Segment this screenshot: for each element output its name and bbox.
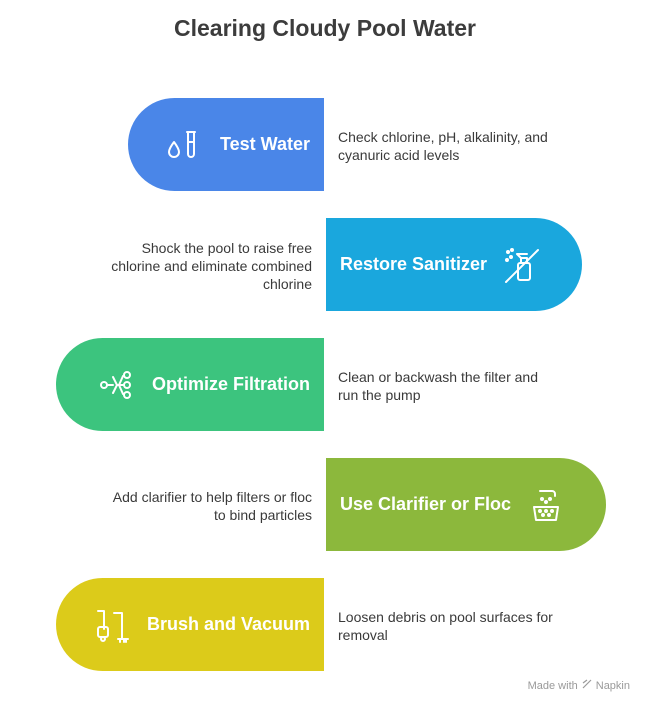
water-test-icon bbox=[164, 124, 206, 166]
step-label: Brush and Vacuum bbox=[146, 614, 310, 634]
step-description: Shock the pool to raise free chlorine an… bbox=[111, 240, 312, 292]
step-description: Clean or backwash the filter and run the… bbox=[338, 369, 538, 403]
step-description: Loosen debris on pool surfaces for remov… bbox=[338, 609, 553, 643]
napkin-logo-icon bbox=[582, 679, 592, 692]
step-description: Check chlorine, pH, alkalinity, and cyan… bbox=[338, 129, 548, 163]
filtration-icon bbox=[96, 364, 138, 406]
step-test-water: Test Water bbox=[128, 98, 324, 191]
footer-brand[interactable]: Napkin bbox=[595, 679, 630, 692]
step-restore-sanitizer: Restore Sanitizer bbox=[326, 218, 582, 311]
step-use-clarifier: Use Clarifier or Floc bbox=[326, 458, 606, 551]
step-label: Optimize Filtration bbox=[151, 374, 310, 394]
footer-made-with: Made with bbox=[527, 679, 578, 692]
step-label: Restore Sanitizer bbox=[340, 254, 488, 274]
sprayer-icon bbox=[501, 244, 543, 286]
vacuum-icon bbox=[91, 604, 133, 646]
step-label: Use Clarifier or Floc bbox=[340, 494, 512, 514]
step-optimize-filtration: Optimize Filtration bbox=[56, 338, 324, 431]
footer: Made with Napkin bbox=[528, 679, 630, 692]
page-title: Clearing Cloudy Pool Water bbox=[173, 15, 476, 41]
step-label: Test Water bbox=[219, 134, 310, 154]
step-brush-and-vacuum: Brush and Vacuum bbox=[56, 578, 324, 671]
clarifier-icon bbox=[525, 484, 567, 526]
step-description: Add clarifier to help filters or floc to… bbox=[112, 489, 312, 523]
